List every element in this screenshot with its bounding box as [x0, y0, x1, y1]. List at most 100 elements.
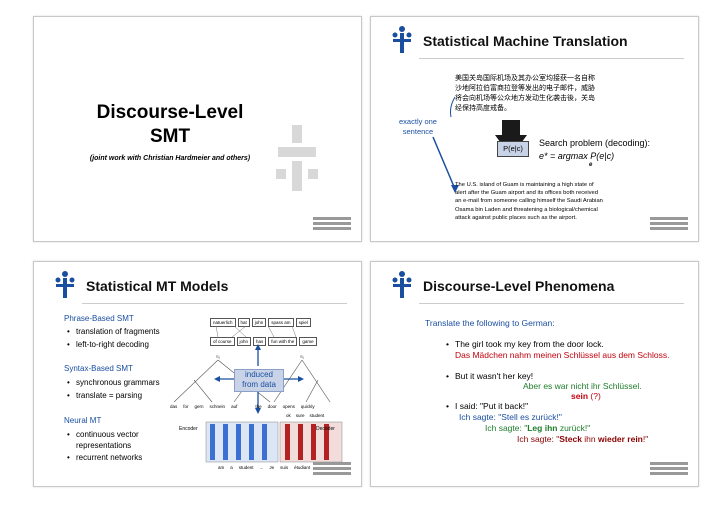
example-line-1: The girl took my key from the door lock. [446, 339, 604, 350]
translate-prompt: Translate the following to German: [425, 318, 555, 328]
phrase-alignment-top: natuerlich hat john spass am spiel [210, 318, 311, 327]
slide3-title-rule [82, 303, 347, 304]
leaf-word: schnein [209, 404, 226, 409]
pb-item-1: translation of fragments [67, 326, 160, 337]
example-line-2: But it wasn't her key! [446, 371, 533, 382]
nn-bottom-word: suis [280, 465, 289, 470]
university-flame-logo [392, 26, 412, 53]
phrase-box: has [253, 337, 267, 346]
nn-bottom-word: étudiant [294, 465, 311, 470]
de3b-pre: Ich sagte: " [485, 423, 528, 433]
search-problem-label: Search problem (decoding): [539, 138, 651, 148]
tree-node-label: S₁ [300, 354, 305, 359]
slide-discourse-level-smt: Discourse-Level SMT (joint work with Chr… [33, 16, 362, 242]
de3c-bold2: wieder rein [598, 434, 643, 444]
sb-item-1: synchronous grammars [67, 377, 160, 388]
sein-word: sein [571, 391, 589, 401]
nn-bottom-word: a [230, 465, 233, 470]
english-target-text: The U.S. island of Guam is maintaining a… [455, 182, 603, 221]
university-footer-logo [313, 462, 351, 480]
phrase-based-heading: Phrase-Based SMT [64, 314, 134, 323]
exactly-one-text: exactly one [399, 117, 437, 126]
tree-leaf-words: das for gern schnein auf the door opens … [170, 404, 360, 409]
phrase-box: natuerlich [210, 318, 236, 327]
p-e-given-c-box: P(e|c) [497, 141, 529, 157]
syntax-based-heading: Syntax-Based SMT [64, 364, 133, 373]
faded-flame-logo [276, 125, 318, 191]
nn-top-words: ok sure student [286, 413, 324, 418]
pb-item-2: left-to-right decoding [67, 339, 149, 350]
induced-line1: induced [244, 370, 274, 379]
phrase-box: spiel [295, 318, 311, 327]
model-diagrams: S₁ S₁ [173, 325, 343, 463]
slide-statistical-mt-models: Statistical MT Models Phrase-Based SMT t… [33, 261, 362, 487]
sein-note: sein (?) [571, 391, 601, 401]
slide3-title: Statistical MT Models [86, 278, 229, 294]
chinese-source-text: 美国关岛国际机场及其办公室均接获一名自称沙地阿拉伯富商拉登等发出的电子邮件，威胁… [455, 75, 595, 112]
sb-item-2: translate = parsing [67, 390, 142, 401]
p-e-c-label: P(e|c) [503, 144, 523, 153]
encoder-label: Encoder [179, 426, 198, 432]
slide1-subtitle: (joint work with Christian Hardmeier and… [89, 155, 251, 162]
de3b-bold: Leg ihn [527, 423, 558, 433]
de3c-mid: ihn [581, 434, 598, 444]
slide2-title: Statistical Machine Translation [423, 33, 628, 49]
leaf-word: gern [194, 404, 204, 409]
de3c-pre: Ich sagte: " [517, 434, 560, 444]
example-line-2-german: Aber es war nicht ihr Schlüssel. [523, 381, 642, 391]
induced-from-data-box: induced from data [234, 369, 284, 392]
phrase-alignment-bottom: of course john has fun with the game [210, 337, 317, 346]
tree-node-label: S₁ [216, 354, 221, 359]
sentence-text: sentence [402, 127, 434, 136]
example-line-3-german-c: Ich sagte: "Steck ihn wieder rein!" [517, 434, 648, 444]
phrase-box: john [236, 337, 252, 346]
nn-bottom-word: am [218, 465, 225, 470]
nm-item-2: recurrent networks [67, 452, 142, 463]
leaf-word: quickly [300, 404, 315, 409]
university-footer-logo [650, 462, 688, 480]
university-flame-logo [55, 271, 75, 298]
leaf-word: opens [282, 404, 295, 409]
leaf-word: door [267, 404, 277, 409]
slide4-title: Discourse-Level Phenomena [423, 278, 615, 294]
example-line-1-german: Das Mädchen nahm meinen Schlüssel aus de… [455, 350, 670, 360]
nn-bottom-word: ... [259, 465, 264, 470]
slide1-title-line1: Discourse-Level [96, 102, 244, 123]
de3b-post: zurück!" [557, 423, 591, 433]
nn-top-word: ok [286, 413, 291, 418]
neural-mt-heading: Neural MT [64, 416, 102, 425]
nn-top-word: student [309, 413, 325, 418]
leaf-word: the [255, 404, 262, 409]
phrase-box: fun with the [268, 337, 298, 346]
slide1-title: Discourse-Level SMT [34, 101, 306, 149]
phrase-box: spass am [268, 318, 294, 327]
argmax-subscript: e [589, 162, 593, 168]
phrase-box: game [299, 337, 317, 346]
sein-question: (?) [590, 391, 601, 401]
de3c-post: !" [642, 434, 649, 444]
argmax-formula: e* = argmax P(e|c) [539, 151, 615, 161]
de3c-bold1: Steck [559, 434, 582, 444]
nm-item-1: continuous vector representations [67, 429, 156, 451]
example-line-3-german-a: Ich sagte: "Stell es zurück!" [459, 412, 562, 422]
slide2-title-rule [419, 58, 684, 59]
translation-arrows [432, 96, 527, 193]
phrase-box: of course [210, 337, 235, 346]
exactly-one-sentence-label: exactly one sentence [389, 117, 447, 137]
leaf-word: for [183, 404, 189, 409]
phrase-box: john [251, 318, 267, 327]
example-line-3-german-b: Ich sagte: "Leg ihn zurück!" [485, 423, 590, 433]
nn-bottom-word: Je [269, 465, 275, 470]
slide4-title-rule [419, 303, 684, 304]
induced-line2: from data [242, 380, 276, 389]
university-footer-logo [650, 217, 688, 235]
slide-statistical-machine-translation: Statistical Machine Translation 美国关岛国际机场… [370, 16, 699, 242]
nn-bottom-words: am a student ... Je suis étudiant [218, 465, 310, 470]
university-flame-logo [392, 271, 412, 298]
phrase-box: hat [237, 318, 250, 327]
leaf-word: das [170, 404, 178, 409]
slide1-title-line2: SMT [149, 126, 191, 147]
university-footer-logo [313, 217, 351, 235]
leaf-word: auf [231, 404, 238, 409]
slide-discourse-level-phenomena: Discourse-Level Phenomena Translate the … [370, 261, 699, 487]
